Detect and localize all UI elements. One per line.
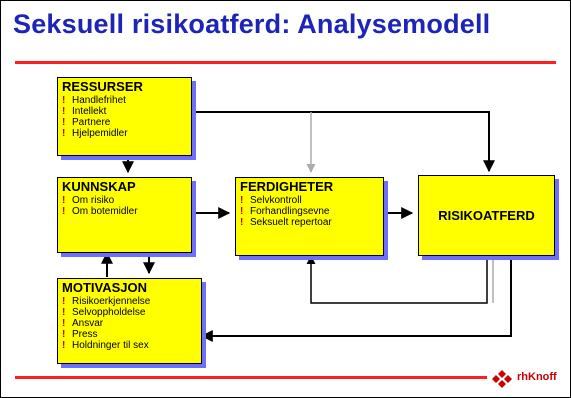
item-label: Ansvar (72, 318, 104, 329)
list-item: ! Selvoppholdelse (62, 307, 197, 318)
item-label: Press (72, 329, 98, 340)
item-label: Partnere (72, 117, 111, 128)
bullet-icon: ! (62, 106, 66, 117)
list-item: ! Ansvar (62, 318, 197, 329)
bullet-icon: ! (240, 195, 244, 206)
box-risikoatferd: RISIKOATFERD (418, 175, 555, 256)
list-item: ! Hjelpemidler (62, 128, 187, 139)
list-item: ! Seksuelt repertoar (240, 217, 379, 228)
arrow-risikoatferd-to-ferdigheter (306, 255, 488, 304)
diamond-cluster-icon (492, 370, 512, 388)
list-item: ! Selvkontroll (240, 195, 379, 206)
list-item: ! Om risiko (62, 195, 187, 206)
box-ressurser: RESSURSER ! Handlefrihet ! Intellekt ! Part… (57, 77, 192, 156)
box-ferdigheter-list: ! Selvkontroll ! Forhandlingsevne ! Seksuel… (240, 195, 379, 228)
title-bar: Seksuell risikoatferd: Analysemodell (1, 1, 570, 59)
box-motivasjon: MOTIVASJON ! Risikoerkjennelse ! Selvoppho… (57, 278, 202, 364)
item-label: Om botemidler (72, 206, 138, 217)
box-kunnskap-title: KUNNSKAP (62, 179, 136, 194)
bullet-icon: ! (240, 206, 244, 217)
list-item: ! Press (62, 329, 197, 340)
bullet-icon: ! (62, 195, 66, 206)
bullet-icon: ! (62, 307, 66, 318)
list-item: ! Risikoerkjennelse (62, 296, 197, 307)
logo-text: rhKnoff (517, 371, 557, 383)
item-label: Seksuelt repertoar (250, 217, 332, 228)
box-motivasjon-title: MOTIVASJON (62, 280, 147, 295)
list-item: ! Partnere (62, 117, 187, 128)
item-label: Forhandlingsevne (250, 206, 330, 217)
arrow-risikoatferd-to-motivasjon (200, 256, 512, 342)
item-label: Handlefrihet (72, 95, 126, 106)
list-item: ! Holdninger til sex (62, 340, 197, 351)
bullet-icon: ! (62, 296, 66, 307)
bullet-icon: ! (62, 340, 66, 351)
item-label: Selvoppholdelse (72, 307, 146, 318)
bullet-icon: ! (62, 318, 66, 329)
bullet-icon: ! (62, 117, 66, 128)
item-label: Intellekt (72, 106, 107, 117)
item-label: Hjelpemidler (72, 128, 128, 139)
box-kunnskap-list: ! Om risiko ! Om botemidler (62, 195, 187, 217)
box-ferdigheter-title: FERDIGHETER (240, 179, 334, 194)
list-item: ! Om botemidler (62, 206, 187, 217)
bullet-icon: ! (62, 95, 66, 106)
bullet-icon: ! (240, 217, 244, 228)
item-label: Risikoerkjennelse (72, 296, 151, 307)
list-item: ! Handlefrihet (62, 95, 187, 106)
list-item: ! Intellekt (62, 106, 187, 117)
item-label: Selvkontroll (250, 195, 302, 206)
footer-logo: rhKnoff (491, 368, 570, 388)
box-risikoatferd-title: RISIKOATFERD (438, 207, 535, 223)
box-ressurser-list: ! Handlefrihet ! Intellekt ! Partnere ! Hjel… (62, 95, 187, 139)
box-ressurser-title: RESSURSER (62, 79, 143, 94)
item-label: Holdninger til sex (72, 340, 149, 351)
box-ferdigheter: FERDIGHETER ! Selvkontroll ! Forhandlingse… (235, 177, 384, 256)
bullet-icon: ! (62, 128, 66, 139)
list-item: ! Forhandlingsevne (240, 206, 379, 217)
bullet-icon: ! (62, 329, 66, 340)
bullet-icon: ! (62, 206, 66, 217)
bottom-divider (15, 376, 487, 379)
page-title: Seksuell risikoatferd: Analysemodell (13, 9, 491, 39)
item-label: Om risiko (72, 195, 115, 206)
box-kunnskap: KUNNSKAP ! Om risiko ! Om botemidler (57, 177, 192, 253)
arrow-ressurser-to-risikoatferd (192, 111, 495, 173)
top-divider (15, 61, 556, 64)
box-motivasjon-list: ! Risikoerkjennelse ! Selvoppholdelse ! Ans… (62, 296, 197, 351)
